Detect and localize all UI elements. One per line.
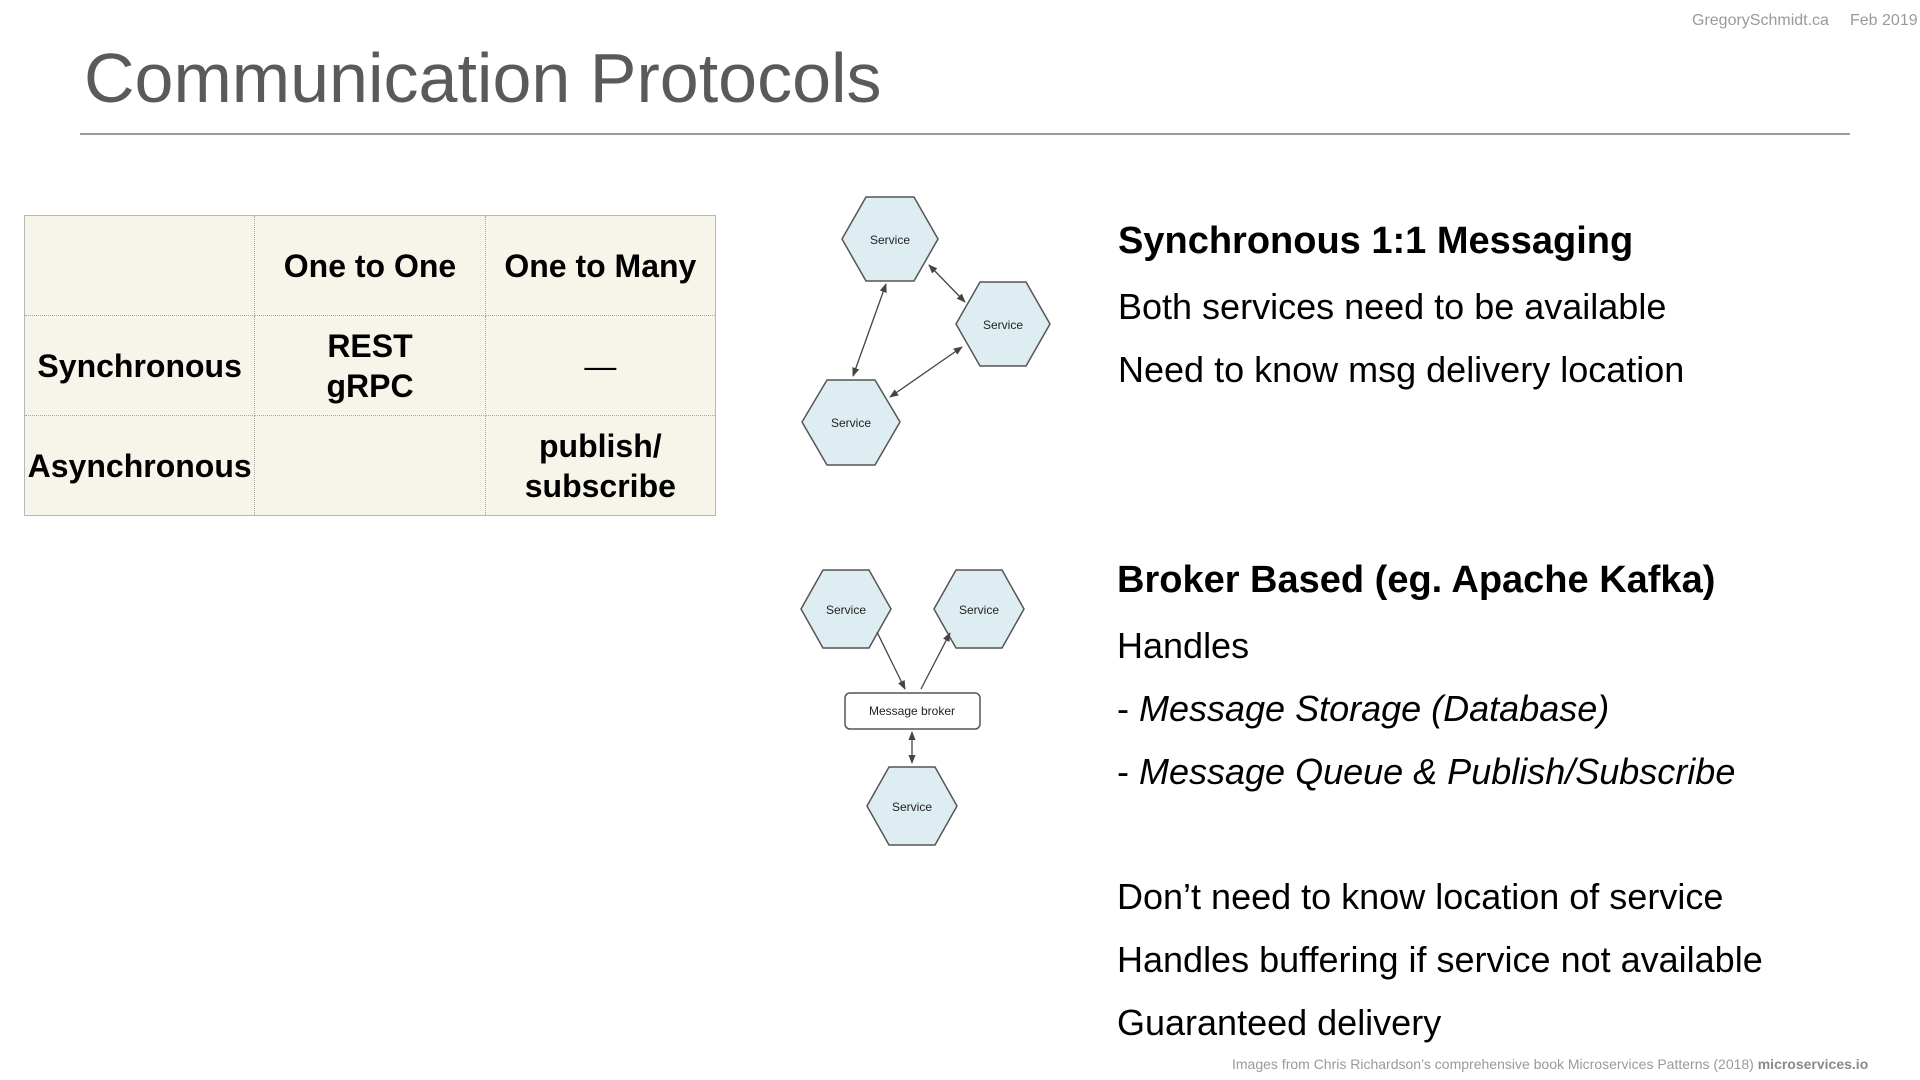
bullet-text: Message Queue & Publish/Subscribe — [1139, 751, 1736, 792]
protocol-table: One to One One to Many Synchronous REST … — [23, 215, 717, 516]
service-node-label: Service — [826, 603, 866, 617]
column-header-one-to-one: One to One — [254, 215, 486, 316]
bidirectional-arrow — [889, 346, 963, 398]
benefit-line: Guaranteed delivery — [1117, 1002, 1442, 1043]
service-node-label: Service — [959, 603, 999, 617]
cell-text: publish/ — [539, 427, 662, 464]
table-cell: REST gRPC — [254, 315, 486, 416]
credit-link: microservices.io — [1757, 1056, 1869, 1072]
service-node-label: Service — [870, 233, 910, 247]
sync-line-1: Both services need to be available — [1118, 286, 1667, 327]
image-credit: Images from Chris Richardson’s comprehen… — [1232, 1056, 1868, 1072]
page-title: Communication Protocols — [84, 39, 882, 117]
sync-line-2: Need to know msg delivery location — [1118, 349, 1685, 390]
service-node-label: Service — [831, 416, 871, 430]
service-hexagon — [801, 379, 901, 466]
service-node-label: Service — [983, 318, 1023, 332]
benefit-line: Handles buffering if service not availab… — [1117, 939, 1763, 980]
service-node-label: Service — [892, 800, 932, 814]
table-header-row: One to One One to Many — [23, 215, 717, 316]
broker-intro: Handles — [1117, 625, 1250, 666]
author-label: GregorySchmidt.ca — [1692, 12, 1829, 29]
sync-services-diagram: Service Service Service — [801, 196, 1051, 466]
arrow-from-broker — [920, 632, 951, 690]
date-label: Feb 2019 — [1850, 12, 1918, 29]
table-row: Synchronous REST gRPC — — [23, 315, 717, 416]
bullet-dash: - — [1117, 751, 1139, 792]
bullet-text: Message Storage (Database) — [1139, 688, 1610, 729]
title-divider — [80, 133, 1850, 135]
table-row: Asynchronous publish/ subscribe — [23, 415, 717, 516]
cell-text: — — [584, 347, 617, 384]
service-hexagon — [841, 196, 939, 282]
bullet-item: - Message Queue & Publish/Subscribe — [1117, 751, 1735, 793]
table-cell: — — [484, 315, 717, 416]
cell-text: gRPC — [326, 367, 414, 404]
row-header-synchronous: Synchronous — [23, 315, 256, 416]
service-hexagon — [933, 569, 1025, 649]
message-broker-box — [844, 692, 981, 730]
row-header-asynchronous: Asynchronous — [23, 415, 256, 516]
column-header-one-to-many: One to Many — [484, 215, 717, 316]
broker-heading: Broker Based (eg. Apache Kafka) — [1117, 559, 1716, 601]
message-broker-label: Message broker — [869, 704, 955, 718]
bidirectional-arrow — [928, 264, 966, 303]
sync-heading: Synchronous 1:1 Messaging — [1118, 220, 1634, 262]
benefit-line: Don’t need to know location of service — [1117, 876, 1724, 917]
cell-text: subscribe — [524, 467, 676, 504]
broker-diagram: Service Service Message broker Service — [800, 569, 1025, 846]
bullet-item: - Message Storage (Database) — [1117, 688, 1609, 730]
arrow-to-broker — [876, 631, 906, 690]
bidirectional-arrow — [852, 283, 887, 377]
table-cell: publish/ subscribe — [484, 415, 717, 516]
table-corner-cell — [23, 215, 256, 316]
service-hexagon — [800, 569, 892, 649]
service-hexagon — [955, 281, 1051, 367]
cell-text: REST — [327, 327, 413, 364]
service-hexagon — [866, 766, 958, 846]
table-cell-empty — [254, 415, 486, 516]
credit-text: Images from Chris Richardson’s comprehen… — [1232, 1056, 1758, 1072]
bullet-dash: - — [1117, 688, 1139, 729]
